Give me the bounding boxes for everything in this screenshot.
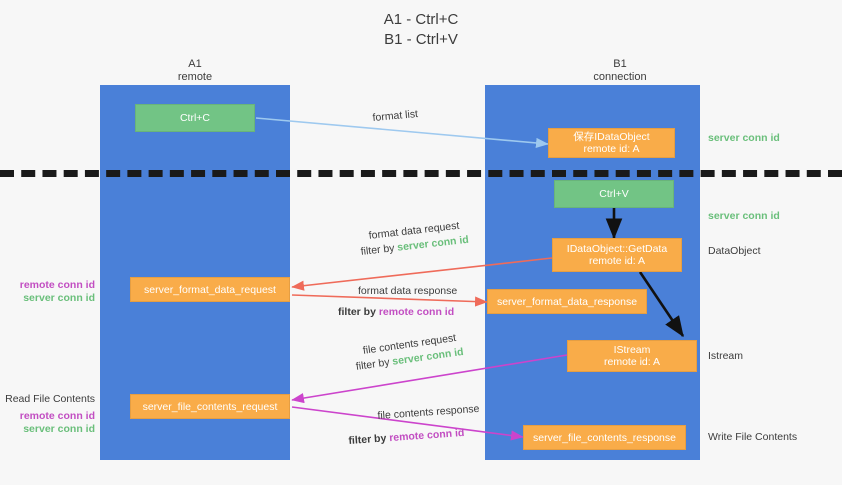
box-server-format-data-request[interactable]: server_format_data_request	[130, 277, 290, 302]
edge-label-format-data-response-filter: filter by remote conn id	[338, 305, 454, 319]
box-idataobject-getdata[interactable]: IDataObject::GetData remote id: A	[552, 238, 682, 272]
lane-header-a1: A1 remote	[115, 58, 275, 84]
lane-b1-name: B1	[613, 58, 627, 70]
edge-label-file-contents-response-filter: filter by remote conn id	[348, 426, 465, 448]
label-read-file-contents: Read File Contents	[5, 393, 95, 405]
box-server-format-data-response[interactable]: server_format_data_response	[487, 289, 647, 314]
filter-prefix: filter by	[360, 241, 399, 258]
page-title: A1 - Ctrl+C B1 - Ctrl+V	[383, 11, 459, 48]
label-dataobject: DataObject	[708, 245, 761, 257]
box-server-file-contents-request[interactable]: server_file_contents_request	[130, 394, 290, 419]
label-remote-conn-id-2: remote conn id	[19, 410, 95, 422]
filter-key-remote-conn-id: remote conn id	[388, 426, 465, 445]
lane-a1-sub: remote	[177, 71, 213, 83]
box-server-file-contents-response[interactable]: server_file_contents_response	[523, 425, 686, 450]
lane-header-b1: B1 connection	[540, 58, 700, 84]
label-server-conn-id-4: server conn id	[23, 423, 95, 435]
label-istream: Istream	[708, 350, 744, 362]
label-server-conn-id-1: server conn id	[708, 132, 780, 144]
edge-label-format-data-response: format data response	[358, 285, 458, 297]
filter-prefix: filter by	[355, 355, 394, 373]
label-server-conn-id-3: server conn id	[23, 292, 95, 304]
filter-prefix: filter by	[348, 432, 390, 447]
label-server-conn-id-2: server conn id	[708, 210, 780, 222]
box-ctrl-c[interactable]: Ctrl+C	[135, 104, 255, 132]
edge-label-format-list: format list	[372, 108, 419, 124]
box-idataobject-remote[interactable]: 保存IDataObject remote id: A	[548, 128, 675, 158]
box-ctrl-v[interactable]: Ctrl+V	[554, 180, 674, 208]
lane-a1-name: A1	[188, 58, 202, 70]
label-conn-pair-1: remote conn id server conn id	[0, 279, 95, 305]
phase-divider	[0, 170, 842, 177]
label-remote-conn-id-1: remote conn id	[19, 279, 95, 291]
label-write-file-contents: Write File Contents	[708, 431, 798, 443]
box-istream[interactable]: IStream remote id: A	[567, 340, 697, 372]
lane-b1-sub: connection	[593, 71, 647, 83]
filter-key-remote-conn-id: remote conn id	[378, 306, 455, 318]
filter-prefix: filter by	[338, 306, 379, 318]
label-conn-pair-2: remote conn id server conn id	[0, 410, 95, 436]
edge-label-file-contents-response: file contents response	[377, 402, 480, 422]
